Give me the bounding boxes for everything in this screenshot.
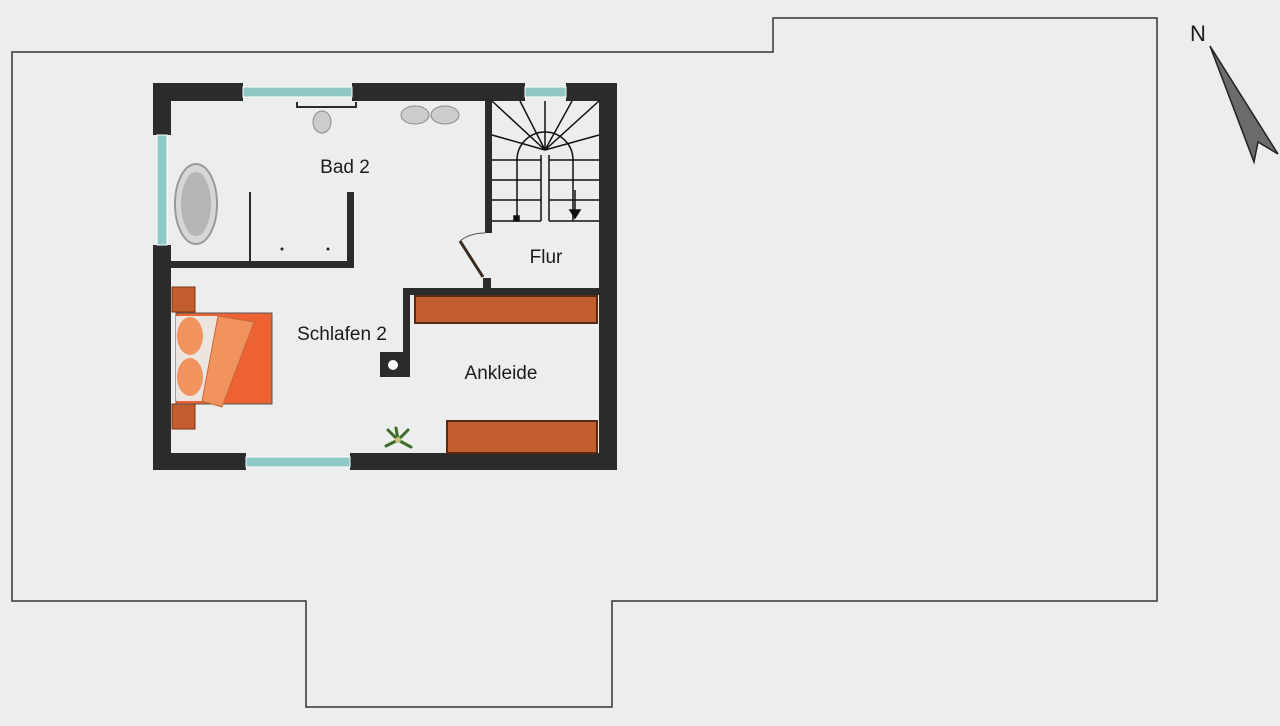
site-outline <box>11 17 1158 708</box>
room-label-bath: Bad 2 <box>320 157 370 178</box>
room-label-dressing-room: Ankleide <box>465 363 538 384</box>
walls <box>153 83 617 470</box>
nightstand <box>171 286 196 313</box>
pillow <box>177 358 203 396</box>
pillow <box>177 317 203 355</box>
nightstand <box>171 403 196 430</box>
north-label: N <box>1190 21 1206 46</box>
bed <box>171 286 273 430</box>
north-arrow: N <box>1190 21 1279 165</box>
north-arrow-icon <box>1209 45 1279 165</box>
staircase <box>491 100 600 222</box>
sink-icon <box>400 105 430 125</box>
door <box>458 232 486 278</box>
sink-icon <box>430 105 460 125</box>
bathroom-fixtures <box>174 102 460 261</box>
room-label-hallway: Flur <box>530 247 563 268</box>
chimney <box>388 360 398 370</box>
toilet-icon <box>312 110 332 134</box>
wardrobes <box>414 295 598 454</box>
plant-icon <box>384 426 413 449</box>
windows <box>156 86 567 468</box>
room-label-bedroom: Schlafen 2 <box>297 324 387 345</box>
